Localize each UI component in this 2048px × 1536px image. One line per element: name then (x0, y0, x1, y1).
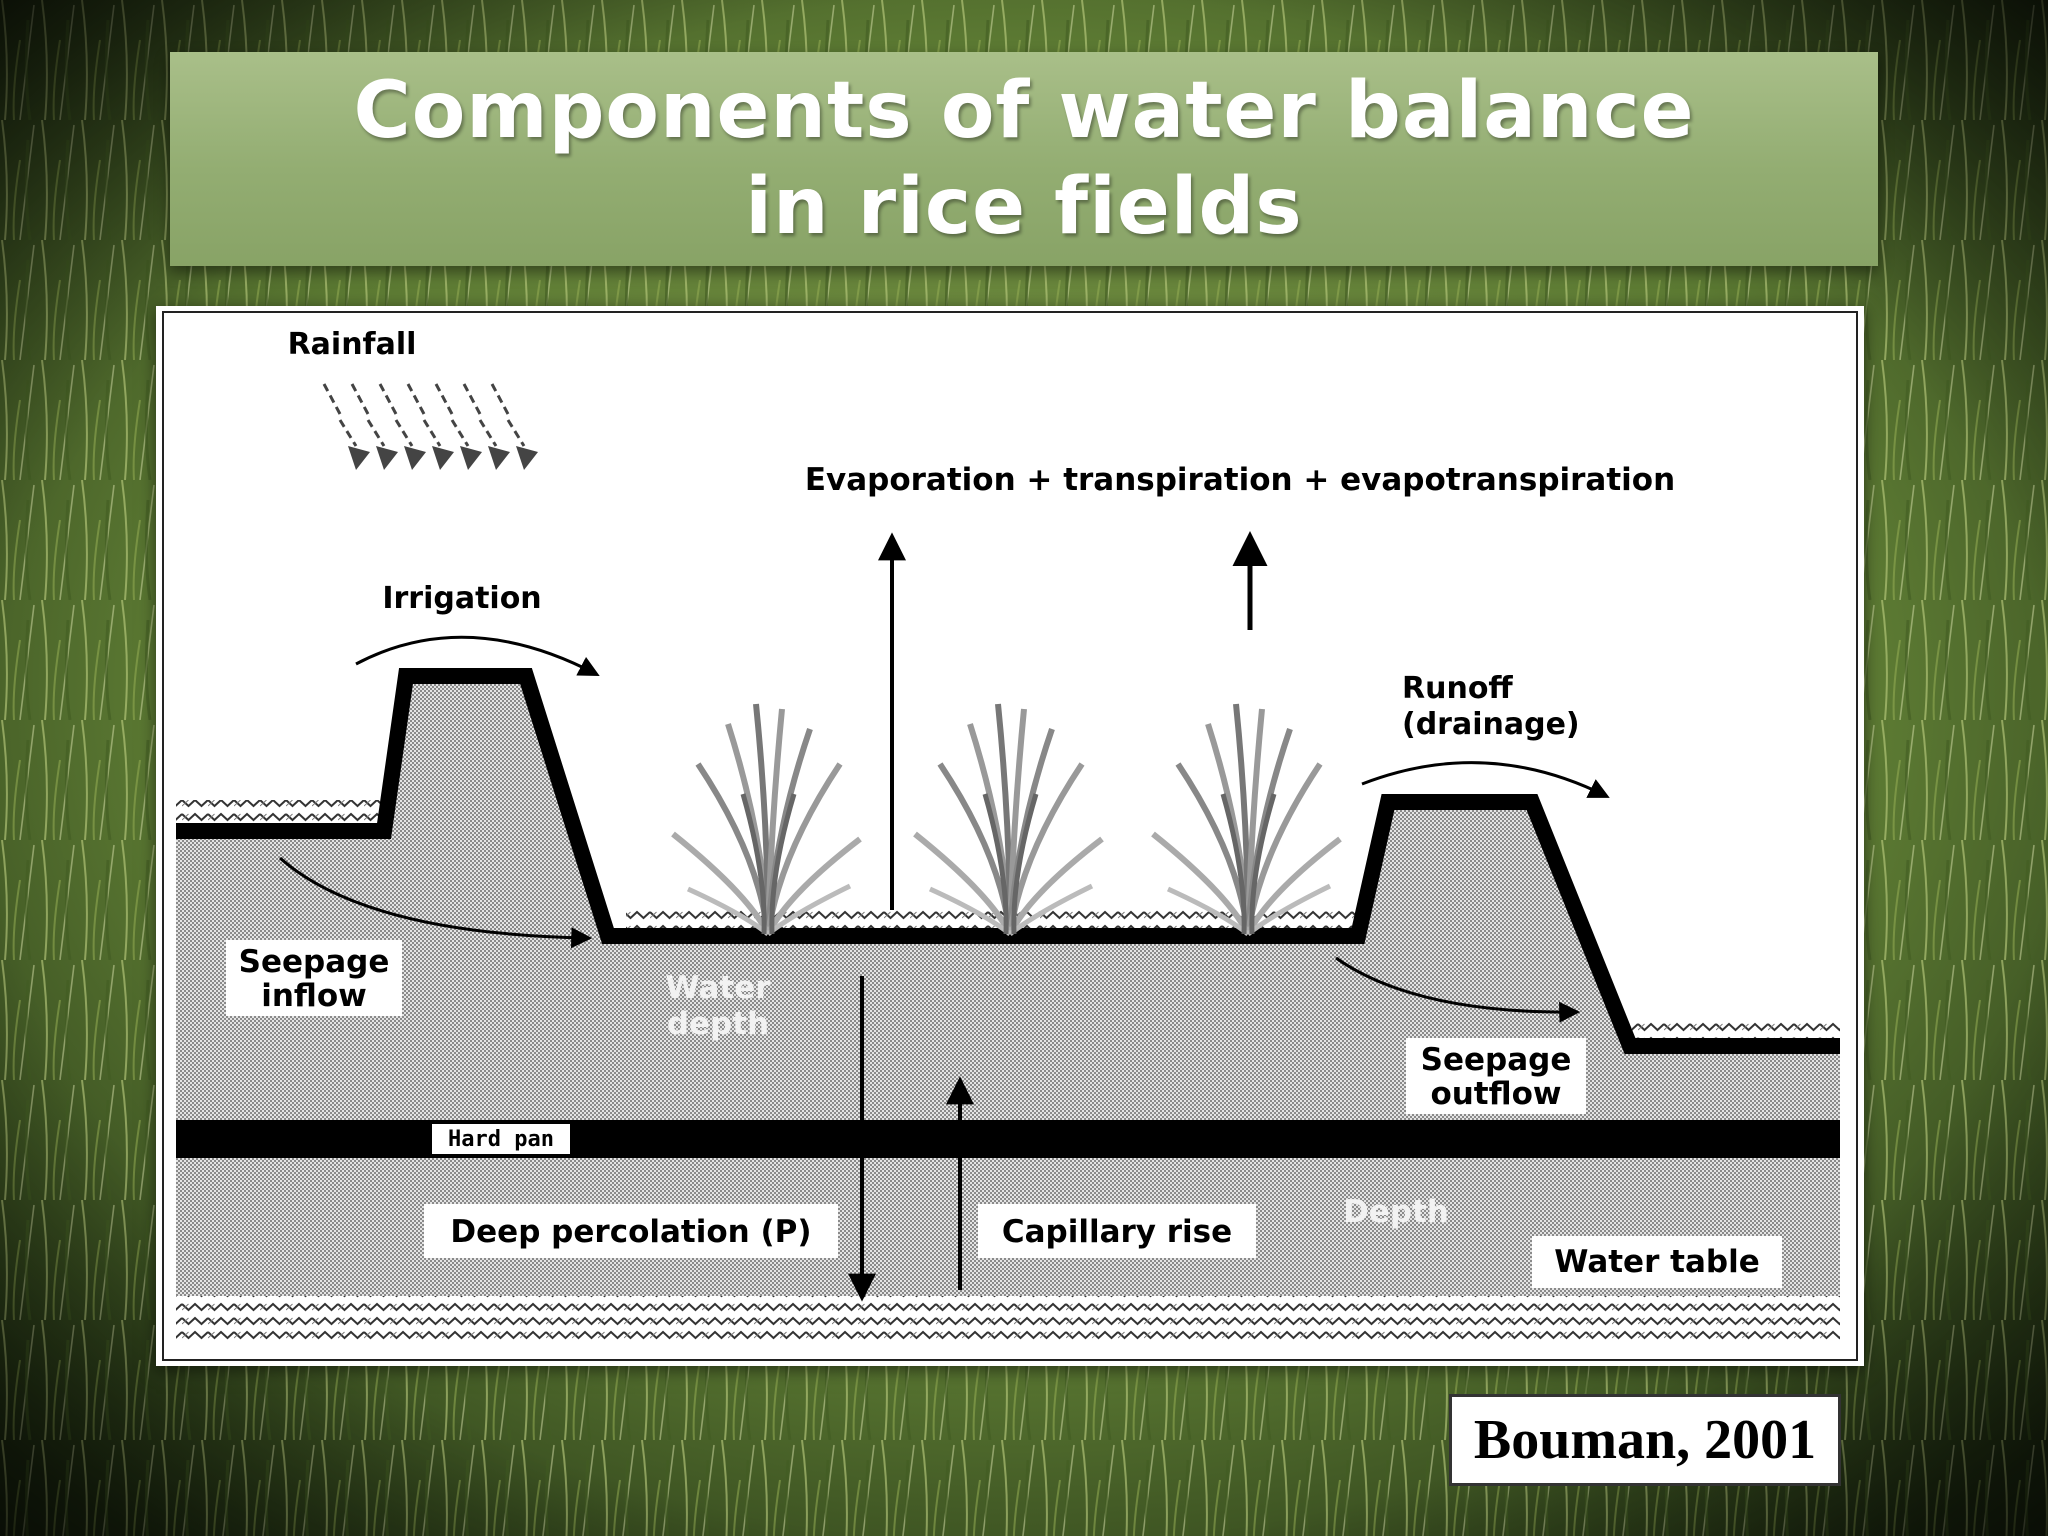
irrigation-arrow (355, 635, 600, 676)
hard-pan-label: Hard pan (448, 1127, 554, 1152)
title-line-1: Components of water balance (353, 66, 1695, 156)
rainfall-arrows (322, 383, 538, 470)
runoff-label-line-2: (drainage) (1402, 707, 1580, 742)
title-banner: Components of water balance in rice fiel… (170, 52, 1878, 266)
seepage-inflow-arrow (279, 856, 593, 949)
water-table-label: Water table (1554, 1244, 1760, 1280)
hard-pan-label-box (432, 1124, 570, 1154)
irrigation-label: Irrigation (382, 581, 541, 616)
citation-box: Bouman, 2001 (1449, 1394, 1841, 1486)
runoff-arrow (1361, 761, 1610, 798)
title-line-2: in rice fields (745, 162, 1303, 252)
rainfall-label: Rainfall (288, 327, 417, 362)
seepage-outflow-line-2: outflow (1430, 1076, 1561, 1112)
evapotranspiration-label: Evaporation + transpiration + evapotrans… (805, 462, 1675, 498)
rice-plant-1 (673, 704, 860, 934)
water-table-box (1532, 1236, 1782, 1288)
surface-water-right (1632, 1020, 1840, 1042)
capillary-rise-label: Capillary rise (1002, 1214, 1232, 1250)
surface-water-left (176, 800, 384, 826)
diagram-frame (162, 311, 1858, 1361)
depth-label: Depth (1343, 1194, 1449, 1230)
diagram-panel: Hard pan Rainfall (156, 306, 1864, 1366)
seepage-inflow-box (226, 940, 402, 1016)
seepage-inflow-line-1: Seepage (239, 944, 390, 980)
seepage-outflow-line-1: Seepage (1421, 1042, 1572, 1078)
water-depth-line-1: Water (665, 970, 771, 1006)
water-balance-diagram: Hard pan Rainfall (162, 311, 1858, 1361)
water-table-band (176, 1296, 1840, 1342)
rice-plant-3 (1153, 704, 1340, 934)
seepage-outflow-box (1406, 1038, 1586, 1114)
deep-percolation-label: Deep percolation (P) (450, 1214, 811, 1250)
rice-plant-2 (915, 704, 1102, 934)
seepage-outflow-arrow (1335, 956, 1581, 1023)
hard-pan-layer (176, 1120, 1840, 1158)
seepage-inflow-line-2: inflow (261, 978, 367, 1014)
runoff-label-line-1: Runoff (1402, 671, 1513, 706)
soil-surface-line (176, 668, 1840, 1054)
water-depth-line-2: depth (667, 1006, 769, 1042)
deep-percolation-box (424, 1204, 838, 1258)
citation-text: Bouman, 2001 (1473, 1409, 1817, 1471)
soil-body (176, 676, 1840, 1296)
capillary-rise-box (978, 1204, 1256, 1258)
